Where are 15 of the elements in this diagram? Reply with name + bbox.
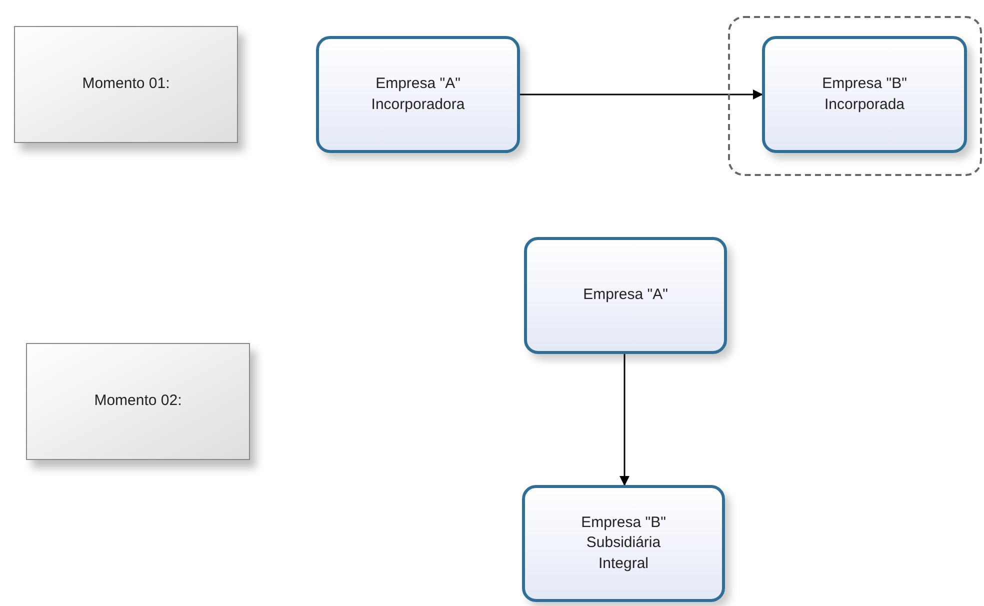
- group-frame: [728, 16, 982, 176]
- process-box: [522, 485, 725, 602]
- node-label: Momento 01:: [82, 74, 170, 94]
- node-label: Empresa "A" Incorporadora: [370, 74, 466, 114]
- node-label: Empresa "B" Subsidiária Integral: [580, 513, 667, 574]
- node-label: Empresa "B" Incorporada: [821, 74, 908, 114]
- stage-box: [14, 26, 238, 143]
- process-box: [316, 36, 520, 153]
- arrow: [620, 354, 630, 486]
- node-label: Momento 02:: [94, 391, 182, 412]
- process-box: [762, 36, 967, 153]
- process-box: [524, 237, 727, 354]
- stage-box: [26, 343, 250, 460]
- node-label: Empresa "A": [583, 285, 668, 306]
- arrow: [520, 90, 763, 100]
